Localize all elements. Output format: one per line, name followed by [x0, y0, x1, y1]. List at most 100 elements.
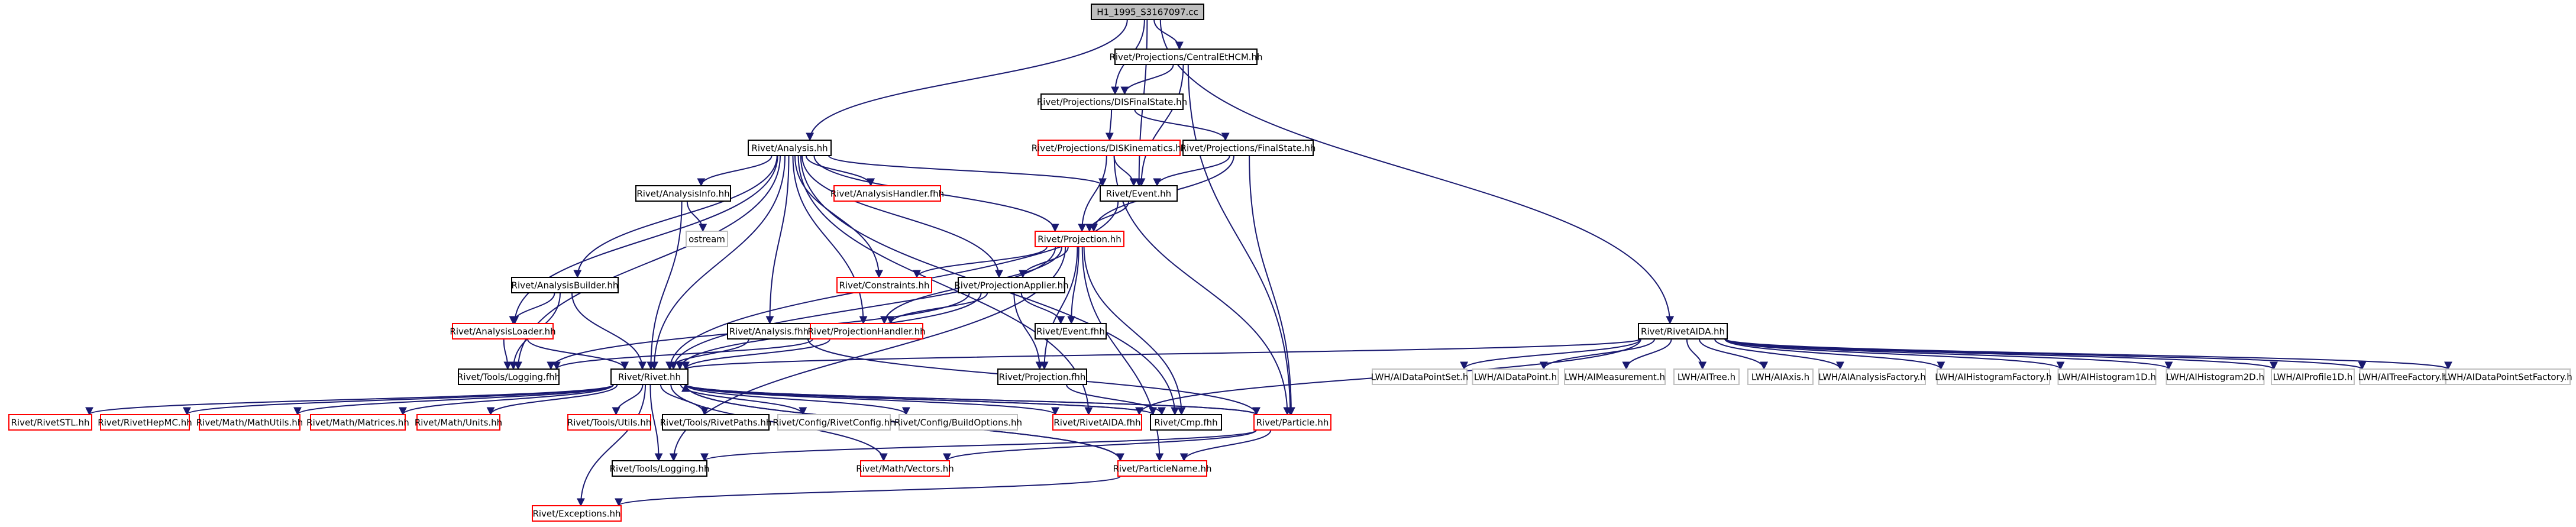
node-box	[1638, 323, 1728, 340]
node-label: Rivet/Cmp.fhh	[1154, 418, 1217, 428]
graph-node-projectionfhh[interactable]: Rivet/Projection.fhh	[997, 368, 1087, 385]
node-box	[635, 185, 731, 202]
edge-rivet-to-units	[486, 384, 618, 416]
node-label: H1_1995_S3167097.cc	[1097, 7, 1198, 18]
node-box	[532, 505, 622, 522]
graph-node-analysisbuilder[interactable]: Rivet/AnalysisBuilder.hh	[511, 277, 619, 293]
edge-projectionapplier-to-projectionfhh	[1013, 292, 1044, 370]
edge-rivetaida-to-rivet	[681, 338, 1641, 370]
node-label: Rivet/Constraints.hh	[839, 280, 930, 291]
edge-rivet-to-rivethepmc	[183, 384, 614, 416]
edge-rivet-to-matrices	[399, 384, 614, 416]
graph-node-units[interactable]: Rivet/Math/Units.hh	[415, 414, 502, 431]
graph-node-projectionapplier[interactable]: Rivet/ProjectionApplier.hh	[954, 277, 1069, 293]
node-box	[1091, 4, 1204, 20]
edges-layer	[85, 19, 2452, 507]
graph-node-vectors[interactable]: Rivet/Math/Vectors.hh	[856, 460, 954, 477]
edge-rivet-to-buildoptions	[685, 384, 910, 416]
node-label: Rivet/AnalysisLoader.hh	[450, 326, 555, 337]
node-box	[1040, 93, 1184, 110]
node-box	[2445, 368, 2571, 385]
edge-rivetaida-to-lwh_dps	[1460, 338, 1641, 370]
node-box	[958, 277, 1065, 293]
graph-node-projection[interactable]: Rivet/Projection.hh	[1035, 231, 1124, 247]
node-label: Rivet/Event.hh	[1106, 189, 1171, 199]
edge-projectionapplier-to-eventfhh	[1020, 292, 1065, 325]
node-label: Rivet/Config/BuildOptions.hh	[894, 418, 1022, 428]
edge-projectionhandler-to-rivet	[681, 338, 831, 370]
graph-node-disfinalstate[interactable]: Rivet/Projections/DISFinalState.hh	[1037, 93, 1187, 110]
node-label: Rivet/Math/MathUtils.hh	[196, 418, 303, 428]
node-label: Rivet/Exceptions.hh	[532, 509, 620, 519]
graph-node-cmpfhh[interactable]: Rivet/Cmp.fhh	[1150, 414, 1222, 431]
graph-node-lwh_tf: LWH/AITreeFactory.h	[2358, 368, 2448, 385]
graph-node-exceptions[interactable]: Rivet/Exceptions.hh	[532, 505, 622, 522]
edge-rivetaida-to-lwh_dpsf	[1724, 338, 2452, 370]
edge-root-to-rivetaida	[1159, 19, 1675, 325]
node-label: LWH/AIHistogramFactory.h	[1935, 372, 2052, 383]
graph-node-particlename[interactable]: Rivet/ParticleName.hh	[1113, 460, 1212, 477]
node-box	[2057, 368, 2157, 385]
node-label: Rivet/Event.fhh	[1036, 326, 1105, 337]
graph-node-analysisloader[interactable]: Rivet/AnalysisLoader.hh	[450, 323, 556, 340]
graph-node-centraletcm[interactable]: Rivet/Projections/CentralEtHCM.hh	[1109, 49, 1263, 65]
graph-node-analysisinfo[interactable]: Rivet/AnalysisInfo.hh	[635, 185, 731, 202]
node-box	[511, 277, 619, 293]
graph-node-toolslogging1[interactable]: Rivet/Tools/Logging.fhh	[457, 368, 560, 385]
graph-node-rivetaidafhh[interactable]: Rivet/RivetAIDA.fhh	[1052, 414, 1142, 431]
edge-rivetaida-to-lwh_tf	[1724, 338, 2366, 370]
graph-node-projectionhandler[interactable]: Rivet/ProjectionHandler.hh	[807, 323, 926, 340]
graph-node-ostream: ostream	[686, 231, 728, 247]
graph-node-toolsutils[interactable]: Rivet/Tools/Utils.hh	[567, 414, 651, 431]
edge-analysis-to-analysishandlerfhh	[805, 155, 875, 187]
node-box	[1035, 231, 1124, 247]
node-box	[833, 185, 941, 202]
graph-node-rivethepmc[interactable]: Rivet/RivetHepMC.hh	[98, 414, 192, 431]
node-label: LWH/AIHistogram1D.h	[2058, 372, 2156, 383]
graph-node-analysisfhh[interactable]: Rivet/Analysis.fhh	[727, 323, 811, 340]
node-box	[1150, 414, 1222, 431]
graph-node-analysishandlerfhh[interactable]: Rivet/AnalysisHandler.fhh	[830, 185, 944, 202]
node-label: Rivet/Projections/DISKinematics.hh	[1032, 143, 1187, 154]
graph-node-rivetpaths[interactable]: Rivet/Tools/RivetPaths.hh	[660, 414, 772, 431]
graph-node-particle[interactable]: Rivet/Particle.hh	[1253, 414, 1331, 431]
graph-node-diskinematics[interactable]: Rivet/Projections/DISKinematics.hh	[1032, 140, 1187, 156]
graph-node-rivet[interactable]: Rivet/Rivet.hh	[610, 368, 689, 385]
edge-analysis-to-analysisbuilder	[573, 155, 778, 279]
graph-node-toolslogging2[interactable]: Rivet/Tools/Logging.hh	[610, 460, 710, 477]
graph-node-event[interactable]: Rivet/Event.hh	[1100, 185, 1178, 202]
node-label: LWH/AIMeasurement.h	[1565, 372, 1665, 383]
node-label: LWH/AIHistogram2D.h	[2166, 372, 2264, 383]
graph-node-finalstate[interactable]: Rivet/Projections/FinalState.hh	[1181, 140, 1316, 156]
edge-projectionfhh-to-cmpfhh	[1066, 384, 1166, 416]
node-box	[1818, 368, 1926, 385]
graph-node-lwh_meas: LWH/AIMeasurement.h	[1564, 368, 1666, 385]
node-label: LWH/AIDataPoint.h	[1474, 372, 1557, 383]
edge-analysis-to-rivet	[649, 155, 786, 370]
node-box	[810, 323, 923, 340]
edge-projectionapplier-to-projectionhandler	[886, 292, 988, 325]
graph-node-matrices[interactable]: Rivet/Math/Matrices.hh	[306, 414, 409, 431]
graph-node-mathutils[interactable]: Rivet/Math/MathUtils.hh	[196, 414, 303, 431]
edge-rivetaida-to-lwh_hf	[1724, 338, 1945, 370]
edge-rivet-to-toolslogging2	[649, 384, 663, 462]
edge-rivetaida-to-lwh_p1	[1724, 338, 2278, 370]
node-label: Rivet/ProjectionHandler.hh	[807, 326, 925, 337]
node-label: LWH/AIAnalysisFactory.h	[1818, 372, 1926, 383]
node-label: Rivet/RivetAIDA.hh	[1641, 326, 1725, 337]
edge-finalstate-to-event	[1153, 155, 1230, 187]
graph-node-analysis[interactable]: Rivet/Analysis.hh	[748, 140, 832, 156]
graph-node-lwh_axis: LWH/AIAxis.h	[1747, 368, 1814, 385]
node-box	[860, 460, 950, 477]
graph-node-rivetaida[interactable]: Rivet/RivetAIDA.hh	[1638, 323, 1728, 340]
node-box	[199, 414, 300, 431]
edge-root-to-analysis	[806, 19, 1128, 141]
node-box	[310, 414, 406, 431]
graph-node-constraints[interactable]: Rivet/Constraints.hh	[836, 277, 932, 293]
node-label: LWH/AITreeFactory.h	[2358, 372, 2447, 383]
graph-node-rivetstl[interactable]: Rivet/RivetSTL.hh	[8, 414, 92, 431]
graph-node-eventfhh[interactable]: Rivet/Event.fhh	[1035, 323, 1107, 340]
edge-disfinalstate-to-finalstate	[1134, 109, 1230, 141]
node-label: Rivet/Projection.fhh	[999, 372, 1086, 383]
